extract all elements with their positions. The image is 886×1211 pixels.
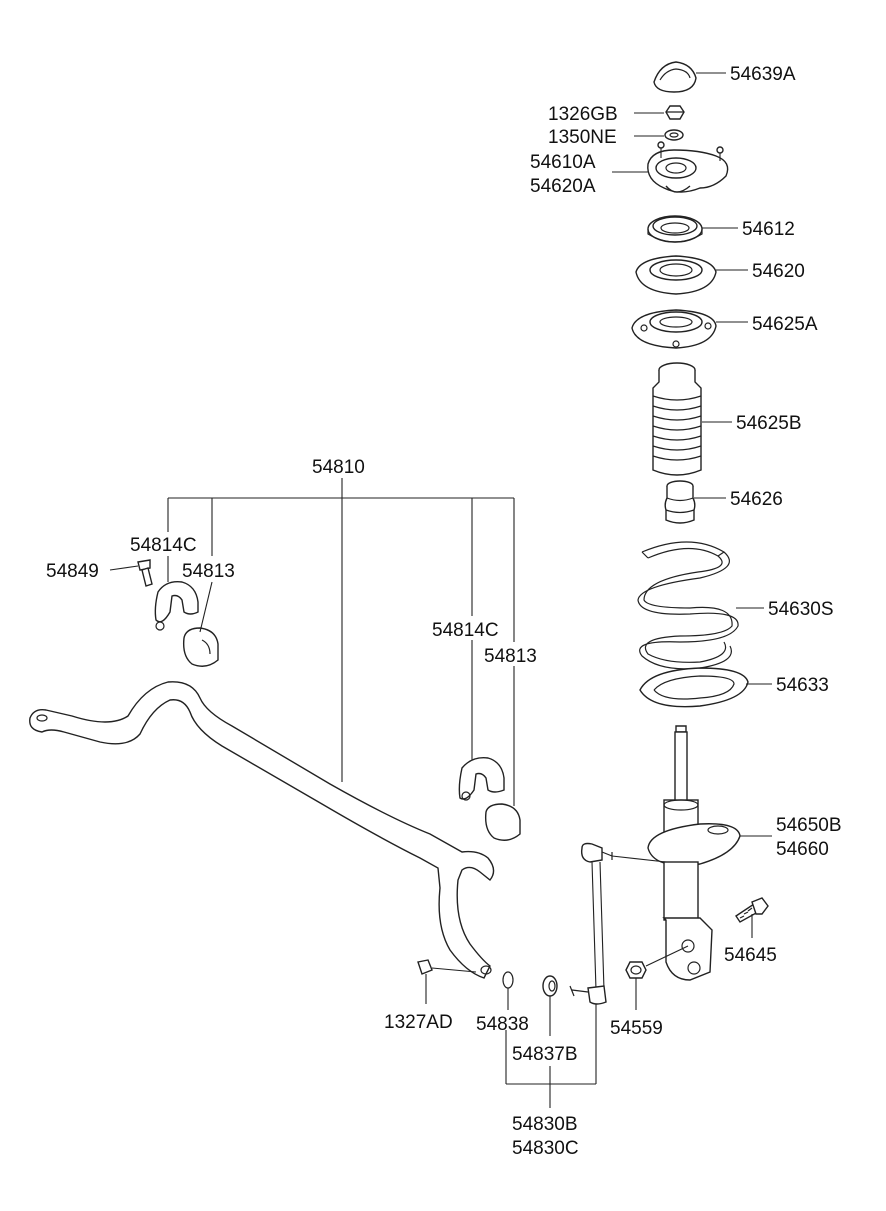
label-54630S: 54630S: [768, 599, 834, 620]
label-54559: 54559: [610, 1018, 663, 1039]
right-bushing-part: [484, 803, 521, 841]
label-54837B: 54837B: [512, 1044, 578, 1065]
bolt-part: [735, 897, 769, 923]
label-54645: 54645: [724, 945, 777, 966]
label-54639A: 54639A: [730, 64, 796, 85]
label-1350NE: 1350NE: [548, 127, 617, 148]
dust-cap-part: [653, 61, 697, 93]
label-54813-left: 54813: [182, 561, 235, 582]
label-1327AD: 1327AD: [384, 1012, 453, 1033]
part-labels: 54639A 1326GB 1350NE 54610A 54620A 54612…: [46, 64, 842, 1159]
label-54612: 54612: [742, 219, 795, 240]
left-bracket-part: [154, 581, 199, 631]
stabilizer-link-part: [569, 842, 613, 1005]
clip-part: [417, 959, 433, 975]
left-bushing-part: [182, 627, 219, 667]
label-54625B: 54625B: [736, 413, 802, 434]
leader-lines: [109, 72, 772, 1108]
strut-mount-part: [647, 141, 729, 193]
ring-part: [502, 971, 514, 989]
label-54838: 54838: [476, 1014, 529, 1035]
coil-spring-part: [637, 541, 739, 670]
label-54625A: 54625A: [752, 314, 818, 335]
label-54849: 54849: [46, 561, 99, 582]
label-54610A: 54610A: [530, 152, 596, 173]
label-54830B: 54830B: [512, 1114, 578, 1135]
label-54650B: 54650B: [776, 815, 842, 836]
label-54660: 54660: [776, 839, 829, 860]
upper-spring-seat-part: [635, 255, 717, 295]
flange-nut-part: [625, 961, 647, 979]
lower-spring-pad-part: [639, 667, 749, 708]
strut-assembly-part: [647, 725, 741, 981]
grommet-part: [542, 975, 558, 997]
label-54830C: 54830C: [512, 1138, 579, 1159]
nut-part: [665, 105, 685, 120]
washer-part: [664, 129, 684, 141]
label-54814C-left: 54814C: [130, 535, 197, 556]
label-54626: 54626: [730, 489, 783, 510]
stabilizer-bar-part: [29, 681, 495, 979]
right-bracket-part: [458, 757, 505, 801]
label-54813-right: 54813: [484, 646, 537, 667]
bearing-part: [647, 215, 703, 243]
insulator-part: [631, 309, 717, 349]
dust-boot-part: [652, 362, 702, 476]
label-54633: 54633: [776, 675, 829, 696]
bracket-bolt-part: [137, 559, 153, 587]
label-54810: 54810: [312, 457, 365, 478]
label-54620A: 54620A: [530, 176, 596, 197]
label-1326GB: 1326GB: [548, 104, 618, 125]
label-54620: 54620: [752, 261, 805, 282]
bump-stopper-part: [664, 480, 696, 524]
label-54814C-right: 54814C: [432, 620, 499, 641]
